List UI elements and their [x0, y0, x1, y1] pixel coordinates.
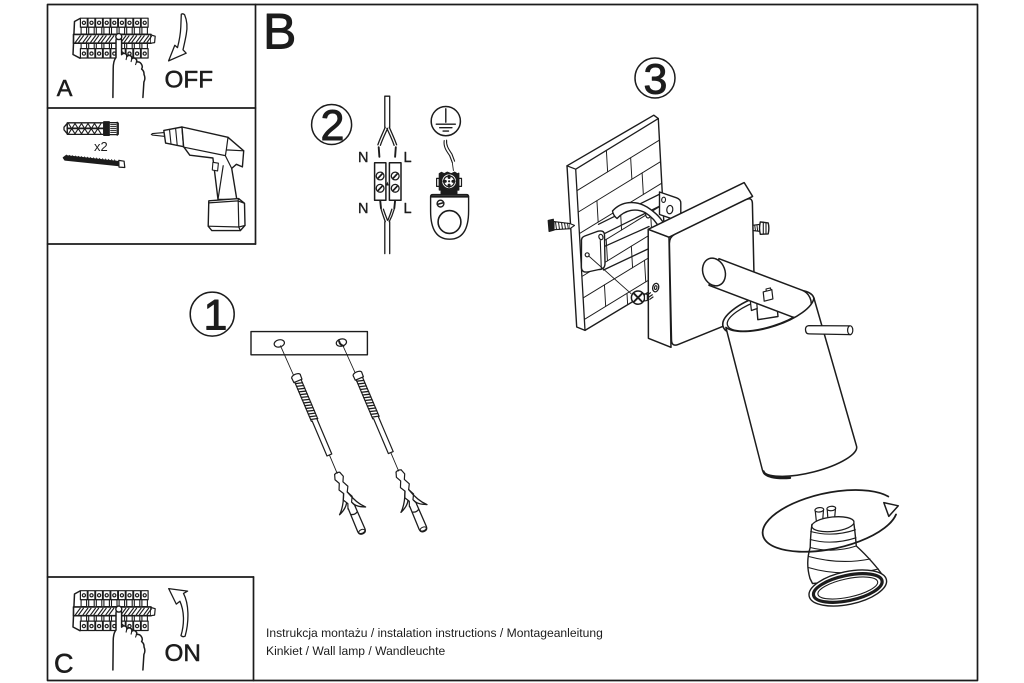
svg-text:ON: ON	[165, 640, 201, 667]
svg-text:C: C	[54, 649, 74, 679]
svg-text:B: B	[263, 4, 296, 60]
svg-text:Kinkiet / Wall lamp / Wandleuc: Kinkiet / Wall lamp / Wandleuchte	[266, 644, 446, 658]
svg-text:N: N	[358, 150, 368, 166]
svg-text:Instrukcja montażu / instalati: Instrukcja montażu / instalation instruc…	[266, 626, 603, 640]
svg-text:3: 3	[644, 56, 668, 104]
svg-text:N: N	[358, 201, 368, 217]
svg-text:1: 1	[204, 292, 228, 340]
svg-text:x2: x2	[94, 139, 108, 154]
svg-text:A: A	[57, 75, 73, 101]
svg-text:L: L	[404, 150, 412, 166]
svg-text:2: 2	[321, 102, 345, 150]
svg-text:OFF: OFF	[165, 66, 214, 93]
svg-text:L: L	[404, 201, 412, 217]
